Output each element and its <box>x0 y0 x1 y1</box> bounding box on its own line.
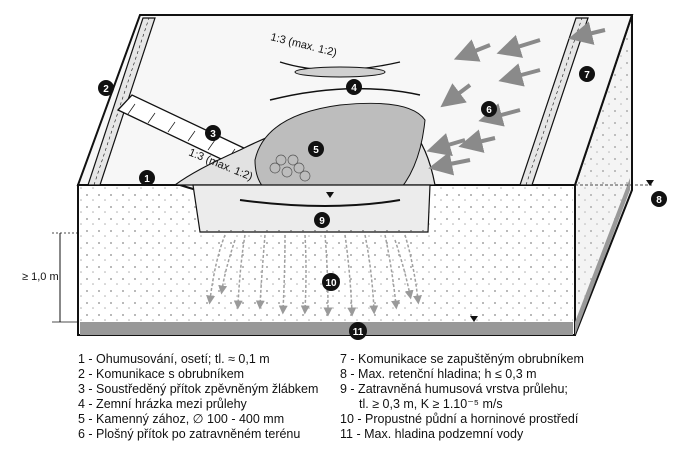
marker-5: 5 <box>308 141 324 157</box>
marker-3: 3 <box>205 125 221 141</box>
svg-text:11: 11 <box>353 327 364 338</box>
infiltration-arrows <box>206 234 422 317</box>
infiltration-swale-diagram: ≥ 1,0 m 1:3 (max. 1:2) 1:3 (max. 1:2) 1 … <box>22 14 667 340</box>
humus-layer <box>192 184 431 233</box>
surface-flow-arrows <box>426 21 606 176</box>
legend-item-2: 2 - Komunikace s obrubníkem <box>78 367 245 381</box>
marker-2: 2 <box>98 80 114 96</box>
marker-7: 7 <box>579 66 595 82</box>
legend-item-10: 10 - Propustné půdní a horninové prostře… <box>340 412 579 426</box>
left-road <box>87 17 156 186</box>
marker-8: 8 <box>651 191 667 207</box>
marker-9: 9 <box>314 212 330 228</box>
legend-item-9-detail: tl. ≥ 0,3 m, K ≥ 1.10⁻⁵ m/s <box>359 397 503 411</box>
svg-text:1: 1 <box>144 174 150 185</box>
legend-item-8: 8 - Max. retenční hladina; h ≤ 0,3 m <box>340 367 537 381</box>
svg-text:7: 7 <box>584 70 590 81</box>
legend-item-11: 11 - Max. hladina podzemní vody <box>340 427 524 441</box>
right-face-stipple <box>577 20 630 320</box>
svg-text:8: 8 <box>656 195 662 206</box>
legend-item-1: 1 - Ohumusování, osetí; tl. ≈ 0,1 m <box>78 352 270 366</box>
marker-6: 6 <box>481 101 497 117</box>
marker-1: 1 <box>139 170 155 186</box>
legend-item-5: 5 - Kamenný zához, ∅ 100 - 400 mm <box>78 412 285 426</box>
depth-label: ≥ 1,0 m <box>22 271 59 283</box>
legend: 1 - Ohumusování, osetí; tl. ≈ 0,1 m 2 - … <box>0 352 685 465</box>
legend-left-column: 1 - Ohumusování, osetí; tl. ≈ 0,1 m 2 - … <box>78 352 318 442</box>
svg-text:6: 6 <box>486 105 492 116</box>
svg-text:9: 9 <box>319 216 325 227</box>
groundwater-band <box>80 322 573 335</box>
legend-item-9: 9 - Zatravněná humusová vrstva průlehu; <box>340 382 568 396</box>
marker-10: 10 <box>322 273 340 291</box>
legend-right-column: 7 - Komunikace se zapuštěným obrubníkem … <box>340 352 584 442</box>
legend-item-7: 7 - Komunikace se zapuštěným obrubníkem <box>340 352 584 366</box>
upper-depression <box>294 66 386 78</box>
groundwater-band-side <box>575 178 630 335</box>
legend-item-4: 4 - Zemní hrázka mezi průlehy <box>78 397 247 411</box>
marker-11: 11 <box>349 322 367 340</box>
svg-text:3: 3 <box>210 129 216 140</box>
svg-text:4: 4 <box>351 83 357 94</box>
svg-text:2: 2 <box>103 84 109 95</box>
svg-text:10: 10 <box>325 278 337 289</box>
legend-item-3: 3 - Soustředěný přítok zpěvněným žlábkem <box>78 382 319 396</box>
marker-4: 4 <box>346 79 362 95</box>
svg-text:5: 5 <box>313 145 319 156</box>
legend-item-6: 6 - Plošný přítok po zatravněném terénu <box>78 427 301 441</box>
